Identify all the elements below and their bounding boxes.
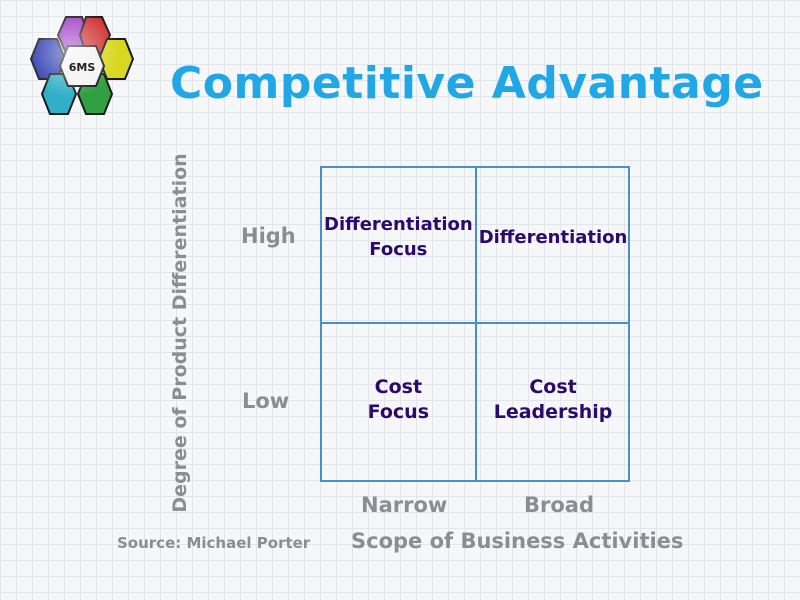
page-title: Competitive Advantage — [170, 58, 764, 109]
x-tick-narrow: Narrow — [361, 493, 448, 517]
x-axis-title: Scope of Business Activities — [351, 529, 684, 553]
logo-text: 6MS — [69, 61, 96, 74]
source-caption: Source: Michael Porter — [117, 534, 311, 552]
x-tick-broad: Broad — [524, 493, 594, 517]
cell-label: Cost Leadership — [493, 376, 613, 423]
cell-cost-leadership: Cost Leadership — [477, 324, 630, 480]
cell-cost-focus: Cost Focus — [322, 324, 477, 480]
cell-label: Differentiation Focus — [324, 214, 473, 260]
cell-label: Cost Focus — [367, 376, 430, 423]
y-tick-high: High — [241, 224, 296, 248]
cell-differentiation-focus: Differentiation Focus — [322, 168, 477, 324]
cell-differentiation: Differentiation — [476, 168, 630, 324]
6ms-logo: 6MS — [24, 14, 140, 122]
strategy-matrix: Differentiation Focus Differentiation Co… — [320, 166, 630, 482]
y-tick-low: Low — [242, 389, 290, 413]
cell-label: Differentiation — [478, 226, 628, 248]
y-axis-title: Degree of Product Differentiation — [169, 153, 191, 513]
